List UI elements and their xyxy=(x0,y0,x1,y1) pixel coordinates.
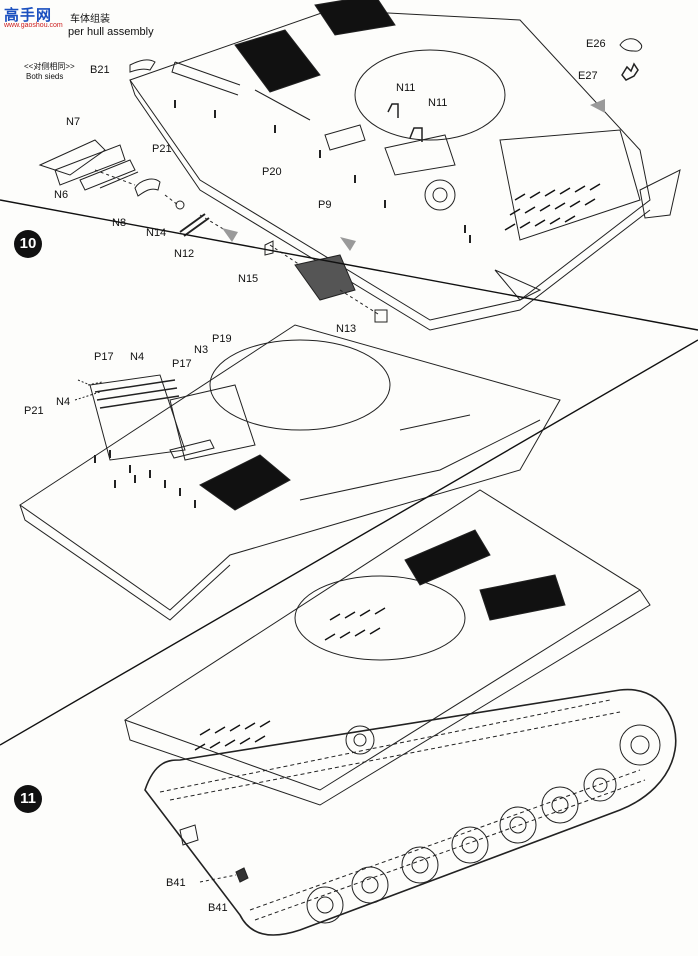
part-label-n7: N7 xyxy=(66,116,81,128)
part-label-p19: P19 xyxy=(212,333,232,345)
watermark-logo: 高手网 xyxy=(4,7,53,24)
step-number-11: 11 xyxy=(14,785,42,813)
chinese-title: 车体组装 xyxy=(70,14,110,25)
divider-line xyxy=(0,199,698,331)
part-label-e26: E26 xyxy=(586,38,606,50)
part-label-p9: P9 xyxy=(318,199,332,211)
hull-top-section-1 xyxy=(129,0,681,331)
divider-line xyxy=(0,339,698,746)
part-label-n3: N3 xyxy=(194,344,209,356)
both-sides-chinese: <<对侧相同>> xyxy=(24,62,75,71)
part-label-p21: P21 xyxy=(152,143,172,155)
part-label-n11: N11 xyxy=(428,97,448,109)
exploded-parts-upper xyxy=(38,38,643,323)
both-sides-english: Both sieds xyxy=(26,72,64,81)
part-label-p20: P20 xyxy=(262,166,282,178)
part-label-n6: N6 xyxy=(54,189,69,201)
part-label-n13: N13 xyxy=(336,323,357,335)
section-title: per hull assembly xyxy=(68,26,154,38)
part-label-n14: N14 xyxy=(146,227,167,239)
part-label-p21: P21 xyxy=(24,405,44,417)
part-label-e27: E27 xyxy=(578,70,598,82)
part-label-p17: P17 xyxy=(94,351,114,363)
part-label-b41: B41 xyxy=(166,877,186,889)
part-label-n12: N12 xyxy=(174,248,195,260)
part-label-n4: N4 xyxy=(130,351,145,363)
hull-top-section-2 xyxy=(19,324,561,621)
hull-assembled xyxy=(123,489,677,936)
part-label-b21: B21 xyxy=(90,64,110,76)
part-label-n8: N8 xyxy=(112,217,127,229)
watermark-url: www.gaoshou.com xyxy=(4,22,63,29)
part-label-n4: N4 xyxy=(56,396,71,408)
part-label-n11: N11 xyxy=(396,82,416,94)
step-number-10: 10 xyxy=(14,230,42,258)
part-label-p17: P17 xyxy=(172,358,192,370)
part-label-b41: B41 xyxy=(208,902,228,914)
part-label-n15: N15 xyxy=(238,273,259,285)
